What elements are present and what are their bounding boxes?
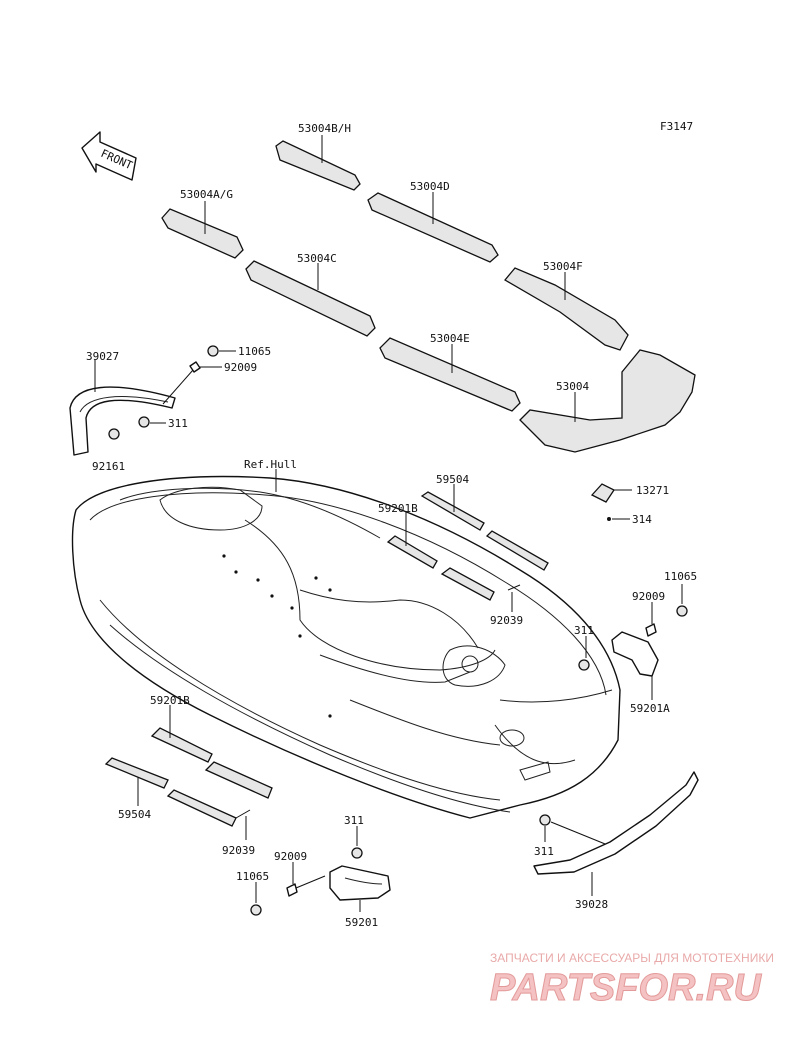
label-314: 314 — [632, 513, 652, 526]
bolt-92009-top: 92009 — [162, 361, 257, 405]
bumper-39027: 39027 92161 — [69, 350, 176, 473]
screw-314: 314 — [607, 513, 652, 526]
label-53004E: 53004E — [430, 332, 470, 345]
label-92039-bottom: 92039 — [222, 844, 255, 857]
label-59504-bottom: 59504 — [118, 808, 151, 821]
label-11065-top: 11065 — [238, 345, 271, 358]
mat-53004D: 53004D — [367, 180, 499, 263]
rivet-92039-bottom: 92039 — [222, 809, 255, 857]
label-53004D: 53004D — [410, 180, 450, 193]
nut-11065-top: 11065 — [207, 345, 271, 358]
label-311-top: 311 — [168, 417, 188, 430]
label-92161: 92161 — [92, 460, 125, 473]
mat-53004C: 53004C — [245, 252, 376, 337]
guard-59201: 59201 — [329, 865, 391, 929]
label-59201B-top: 59201B — [378, 502, 418, 515]
hull: Ref.Hull — [71, 458, 621, 819]
label-92009-right: 92009 — [632, 590, 665, 603]
label-11065-right: 11065 — [664, 570, 697, 583]
watermark-tagline: ЗАПЧАСТИ И АКСЕССУАРЫ ДЛЯ МОТОТЕХНИКИ — [490, 951, 774, 965]
label-53004AG: 53004A/G — [180, 188, 233, 201]
label-ref-hull: Ref.Hull — [244, 458, 297, 471]
nut-311-right: 311 — [574, 624, 594, 671]
label-59504-top: 59504 — [436, 473, 469, 486]
pad-59201B-bottom: 59201B — [150, 694, 273, 799]
mat-53004BH: 53004B/H — [275, 122, 361, 191]
mat-53004F: 53004F — [504, 260, 629, 351]
label-59201A: 59201A — [630, 702, 670, 715]
front-arrow-icon: FRONT — [81, 131, 137, 181]
label-311-bottom: 311 — [344, 814, 364, 827]
nut-11065-bottom: 11065 — [236, 870, 269, 916]
label-311-right: 311 — [574, 624, 594, 637]
watermark: ЗАПЧАСТИ И АКСЕССУАРЫ ДЛЯ МОТОТЕХНИКИ PA… — [490, 951, 774, 1010]
label-92039-top: 92039 — [490, 614, 523, 627]
label-59201B-bottom: 59201B — [150, 694, 190, 707]
mat-53004AG: 53004A/G — [161, 188, 244, 259]
label-59201: 59201 — [345, 916, 378, 929]
label-92009-top: 92009 — [224, 361, 257, 374]
figure-code: F3147 — [660, 120, 693, 133]
label-11065-bottom: 11065 — [236, 870, 269, 883]
watermark-logo: PARTSFOR.RU — [490, 967, 762, 1009]
guard-59201A: 59201A — [611, 631, 670, 715]
label-53004C: 53004C — [297, 252, 337, 265]
label-13271: 13271 — [636, 484, 669, 497]
label-53004: 53004 — [556, 380, 589, 393]
bolt-92009-bottom: 92009 — [274, 850, 326, 897]
nut-311-lower-right: 311 — [534, 814, 616, 858]
nut-311-bottom: 311 — [344, 814, 364, 859]
label-311-lower-right: 311 — [534, 845, 554, 858]
rivet-92039-top: 92039 — [490, 584, 523, 627]
nut-311-top: 311 — [138, 416, 188, 430]
mat-53004E: 53004E — [379, 332, 521, 412]
bolt-92009-right: 92009 — [632, 590, 665, 637]
label-92009-bottom: 92009 — [274, 850, 307, 863]
label-39028: 39028 — [575, 898, 608, 911]
strip-59504-top: 59504 — [420, 473, 549, 571]
pad-59201B-top: 59201B — [378, 502, 495, 601]
label-39027: 39027 — [86, 350, 119, 363]
label-53004F: 53004F — [543, 260, 583, 273]
mat-53004: 53004 — [519, 349, 696, 453]
clip-13271: 13271 — [590, 483, 669, 503]
bushing-92161-icon — [108, 428, 120, 440]
rail-39028: 39028 — [533, 771, 699, 911]
nut-11065-right: 11065 — [664, 570, 697, 617]
label-53004BH: 53004B/H — [298, 122, 351, 135]
